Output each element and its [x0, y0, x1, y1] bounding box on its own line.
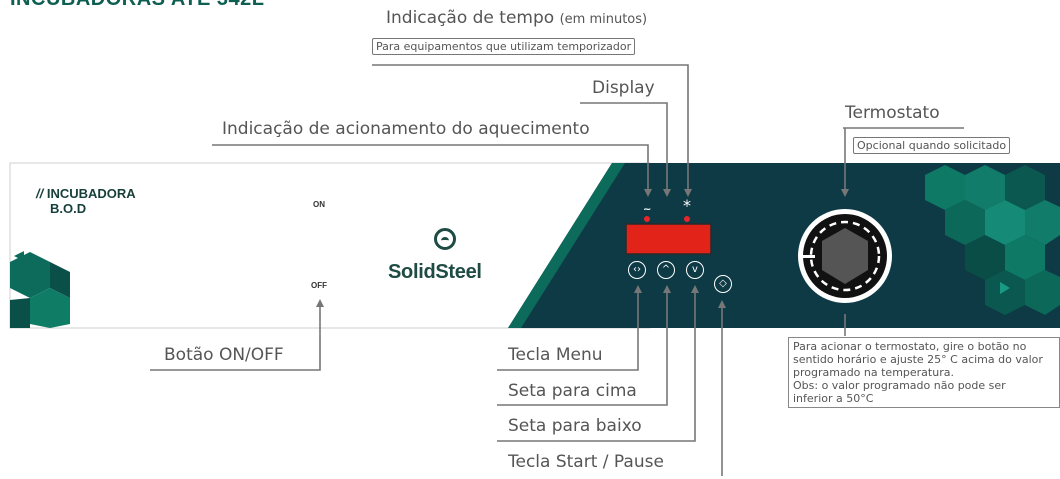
start-pause-button[interactable]: ◇: [714, 275, 732, 293]
brand-logo-icon: [434, 228, 456, 250]
heat-led: [644, 216, 650, 222]
menu-icon: ‹›: [633, 264, 641, 275]
chevron-up-icon: ^: [661, 264, 671, 275]
right-cubes-decoration: [925, 165, 1060, 315]
panel-title-slashes: //: [36, 186, 44, 201]
panel-title-line1: INCUBADORA: [46, 186, 136, 201]
label-tempo-main: Indicação de tempo: [386, 8, 555, 28]
panel-title-line2: B.O.D: [50, 201, 87, 216]
leader-tempo: [372, 64, 692, 197]
panel-dark: [508, 163, 1060, 328]
label-botao-onoff: Botão ON/OFF: [164, 345, 284, 365]
label-termostato: Termostato: [845, 103, 940, 123]
note-line: sentido horário e ajuste 25° C acima do …: [793, 353, 1043, 366]
leader-aquecimento: [212, 144, 652, 197]
switch-on-label: ON: [313, 200, 325, 209]
label-tecla-menu: Tecla Menu: [508, 345, 603, 365]
down-arrow-button[interactable]: v: [686, 261, 704, 279]
note-line: Para acionar o termostato, gire o botão …: [793, 340, 1027, 353]
thermostat-instructions: Para acionar o termostato, gire o botão …: [788, 337, 1060, 408]
label-tecla-start: Tecla Start / Pause: [508, 452, 664, 472]
leader-display: [580, 102, 671, 197]
chevron-down-icon: v: [692, 264, 698, 275]
leader-cima: [497, 285, 671, 406]
label-tempo-box: Para equipamentos que utilizam temporiza…: [372, 38, 636, 55]
back-arrow-icon: [16, 251, 24, 261]
label-seta-cima: Seta para cima: [508, 381, 637, 401]
leader-menu: [497, 285, 642, 371]
label-seta-baixo: Seta para baixo: [508, 416, 642, 436]
note-line: Obs: o valor programado não pode ser: [793, 379, 1006, 392]
heat-symbol-icon: ~: [643, 204, 652, 215]
timer-led: [684, 216, 690, 222]
start-pause-icon: ◇: [719, 278, 727, 289]
label-aquecimento: Indicação de acionamento do aquecimento: [222, 119, 590, 139]
leader-baixo: [497, 285, 699, 442]
menu-button[interactable]: ‹›: [628, 261, 646, 279]
panel-title: // INCUBADORA B.O.D: [36, 186, 136, 216]
note-line: programado na temperatura.: [793, 366, 954, 379]
label-display: Display: [592, 78, 655, 98]
note-line: inferior a 50°C: [793, 392, 874, 405]
timer-symbol-icon: *: [683, 196, 691, 215]
label-termostato-box: Opcional quando solicitado: [853, 137, 1011, 154]
label-tempo: Indicação de tempo (em minutos): [386, 8, 647, 28]
brand-name: SolidSteel: [388, 261, 482, 283]
switch-off-label: OFF: [311, 281, 327, 290]
thermostat-knob[interactable]: [798, 209, 892, 303]
digital-display: [625, 223, 712, 255]
leader-onoff: [150, 299, 324, 371]
label-tempo-small: (em minutos): [559, 12, 648, 27]
panel-dark-edge: [508, 163, 625, 328]
page-heading: INCUBADORAS ATÉ 342L: [10, 0, 264, 11]
up-arrow-button[interactable]: ^: [657, 261, 675, 279]
